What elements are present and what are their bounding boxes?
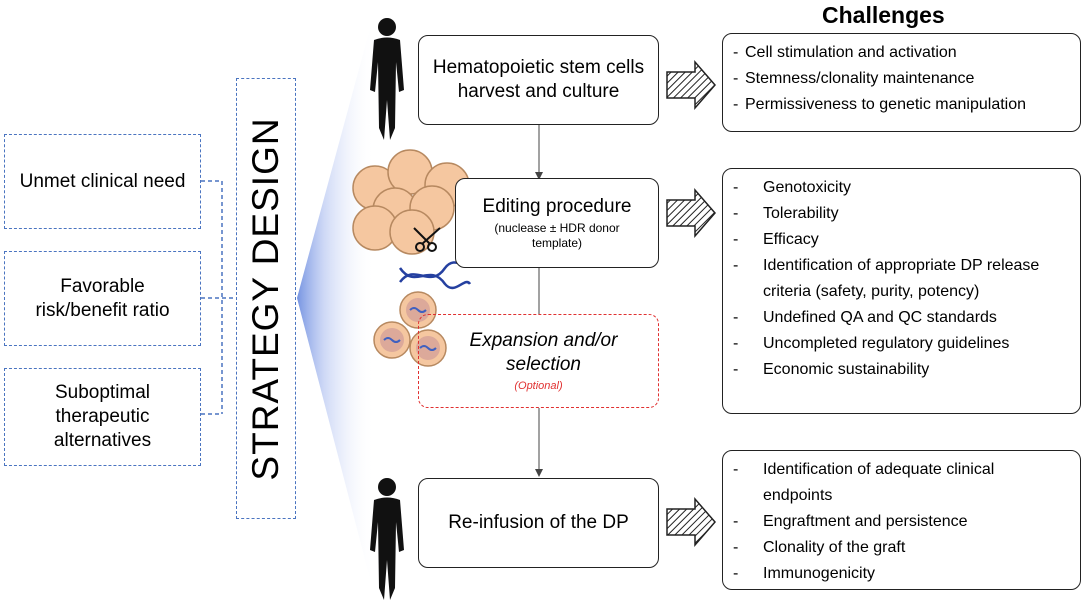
challenge-item: -Uncompleted regulatory guidelines <box>733 335 1010 352</box>
hatched-arrow-icon <box>666 187 716 239</box>
challenge-item: -Identification of adequate clinical end… <box>733 461 995 504</box>
challenges-reinfusion: -Identification of adequate clinical end… <box>722 450 1081 590</box>
need-label: Favorable risk/benefit ratio <box>35 275 170 321</box>
challenge-item: -Identification of appropriate DP releas… <box>733 257 1040 300</box>
challenge-item: -Cell stimulation and activation <box>733 44 957 61</box>
challenges-editing: -Genotoxicity -Tolerability -Efficacy -I… <box>722 168 1081 414</box>
need-unmet-clinical: Unmet clinical need <box>4 134 201 229</box>
challenge-item: -Immunogenicity <box>733 565 876 582</box>
strategy-cone <box>297 10 375 598</box>
challenge-item: -Efficacy <box>733 231 819 248</box>
challenges-harvest: -Cell stimulation and activation -Stemne… <box>722 33 1081 132</box>
step-expansion-optional: (Optional) <box>514 379 563 392</box>
strategy-design-label: STRATEGY DESIGN <box>245 116 286 481</box>
step-expansion-title: Expansion and/or selection <box>469 329 618 375</box>
step-reinfusion: Re-infusion of the DP <box>418 478 659 568</box>
challenge-item: -Clonality of the graft <box>733 539 906 556</box>
step-editing-title: Editing procedure <box>482 196 632 217</box>
step-reinfusion-label: Re-infusion of the DP <box>448 512 629 533</box>
challenges-title: Challenges <box>822 2 945 28</box>
challenge-item: -Permissiveness to genetic manipulation <box>733 96 1027 113</box>
human-silhouette-icon <box>370 18 404 140</box>
challenge-item: -Genotoxicity <box>733 179 852 196</box>
hatched-arrow-icon <box>666 59 716 111</box>
need-label: Suboptimal therapeutic alternatives <box>53 382 152 451</box>
human-silhouette-icon <box>370 478 404 600</box>
need-label: Unmet clinical need <box>19 170 186 192</box>
step-harvest-label: Hematopoietic stem cells harvest and cul… <box>432 57 645 102</box>
need-suboptimal-alternatives: Suboptimal therapeutic alternatives <box>4 368 201 466</box>
challenge-item: -Tolerability <box>733 205 839 222</box>
hatched-arrow-icon <box>666 496 716 548</box>
challenge-item: -Economic sustainability <box>733 361 930 378</box>
expanded-cells-icon <box>373 291 447 367</box>
step-editing: Editing procedure (nuclease ± HDR donor … <box>455 178 659 268</box>
cell-cluster-icon <box>352 149 470 255</box>
challenge-item: -Engraftment and persistence <box>733 513 968 530</box>
step-editing-subtitle: (nuclease ± HDR donor template) <box>494 221 620 250</box>
step-harvest: Hematopoietic stem cells harvest and cul… <box>418 35 659 125</box>
need-risk-benefit: Favorable risk/benefit ratio <box>4 251 201 346</box>
step-expansion: Expansion and/or selection (Optional) <box>418 314 659 408</box>
challenge-item: -Undefined QA and QC standards <box>733 309 997 326</box>
need-connectors <box>201 180 236 415</box>
strategy-design-box: STRATEGY DESIGN <box>236 78 296 519</box>
challenge-item: -Stemness/clonality maintenance <box>733 70 975 87</box>
scissors-icon <box>413 227 441 252</box>
